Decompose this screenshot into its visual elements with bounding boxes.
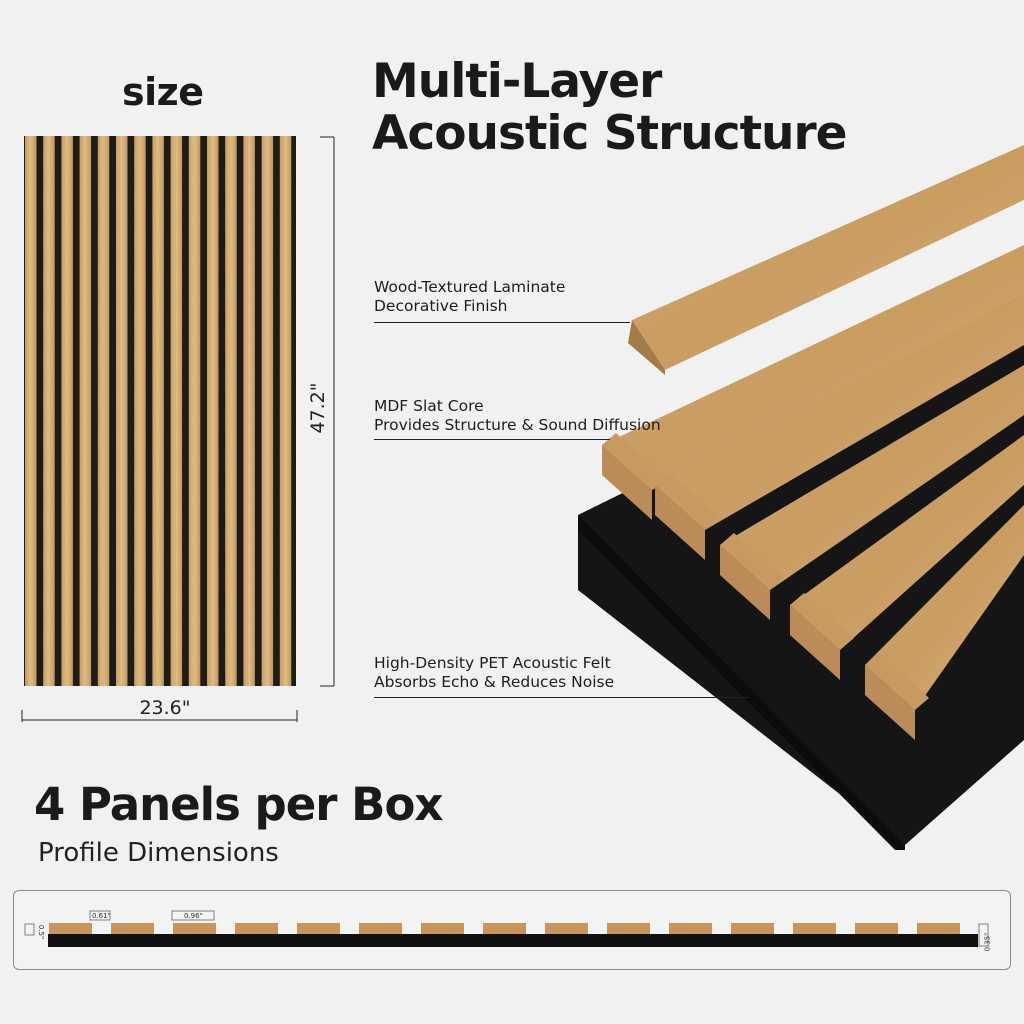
profile-slats bbox=[49, 923, 960, 934]
main-title-line2: Acoustic Structure bbox=[372, 106, 848, 161]
mdf-slat-end bbox=[865, 665, 915, 740]
slat-width-label: 0.61" bbox=[92, 912, 111, 920]
leader-mdf bbox=[374, 439, 610, 440]
mdf-slat-end bbox=[602, 445, 652, 520]
mdf-slats bbox=[602, 245, 1024, 740]
mdf-slat-top bbox=[720, 365, 1024, 590]
leader-felt bbox=[374, 697, 748, 698]
profile-slat bbox=[731, 923, 774, 934]
width-label: 23.6" bbox=[139, 697, 191, 719]
profile-slat bbox=[545, 923, 588, 934]
gap-width-label: 0.96" bbox=[184, 912, 203, 920]
mdf-slat-end bbox=[720, 545, 770, 620]
callout-felt: High-Density PET Acoustic Felt Absorbs E… bbox=[374, 654, 615, 691]
profile-slat bbox=[173, 923, 216, 934]
layer-structure-illustration bbox=[578, 145, 1024, 850]
height-label: 47.2" bbox=[307, 382, 329, 434]
leader-laminate bbox=[374, 322, 630, 323]
mdf-slat-top bbox=[655, 295, 1024, 530]
profile-slat bbox=[793, 923, 836, 934]
profile-slat bbox=[421, 923, 464, 934]
callout-mdf: MDF Slat Core Provides Structure & Sound… bbox=[374, 397, 661, 434]
main-title-line1: Multi-Layer bbox=[372, 54, 662, 109]
profile-diagram-drawing bbox=[24, 910, 989, 947]
profile-slat bbox=[359, 923, 402, 934]
profile-slat bbox=[607, 923, 650, 934]
mdf-slat-top bbox=[602, 245, 1024, 490]
profile-felt bbox=[48, 934, 978, 947]
profile-slat bbox=[483, 923, 526, 934]
profile-dimensions-title: Profile Dimensions bbox=[38, 838, 279, 868]
callout-laminate: Wood-Textured Laminate Decorative Finish bbox=[374, 278, 566, 315]
profile-slat bbox=[111, 923, 154, 934]
panel-slats bbox=[25, 136, 292, 686]
mdf-slat-top bbox=[790, 435, 1024, 650]
profile-slat bbox=[49, 923, 92, 934]
panels-per-box-title: 4 Panels per Box bbox=[34, 778, 443, 831]
profile-slat bbox=[297, 923, 340, 934]
profile-slat bbox=[917, 923, 960, 934]
felt-thickness-label: 0.35" bbox=[983, 932, 992, 952]
laminate-strip bbox=[632, 145, 1024, 370]
profile-slat bbox=[235, 923, 278, 934]
profile-slat bbox=[669, 923, 712, 934]
size-heading: size bbox=[122, 70, 204, 114]
mdf-slat-end bbox=[790, 605, 840, 680]
profile-slat bbox=[855, 923, 898, 934]
mdf-slat-end bbox=[655, 485, 705, 560]
panel-front-view bbox=[21, 136, 335, 722]
main-title: Multi-Layer Acoustic Structure bbox=[372, 54, 848, 161]
mdf-slat-top bbox=[865, 505, 1024, 710]
slat-height-label: 0.5" bbox=[37, 924, 46, 940]
